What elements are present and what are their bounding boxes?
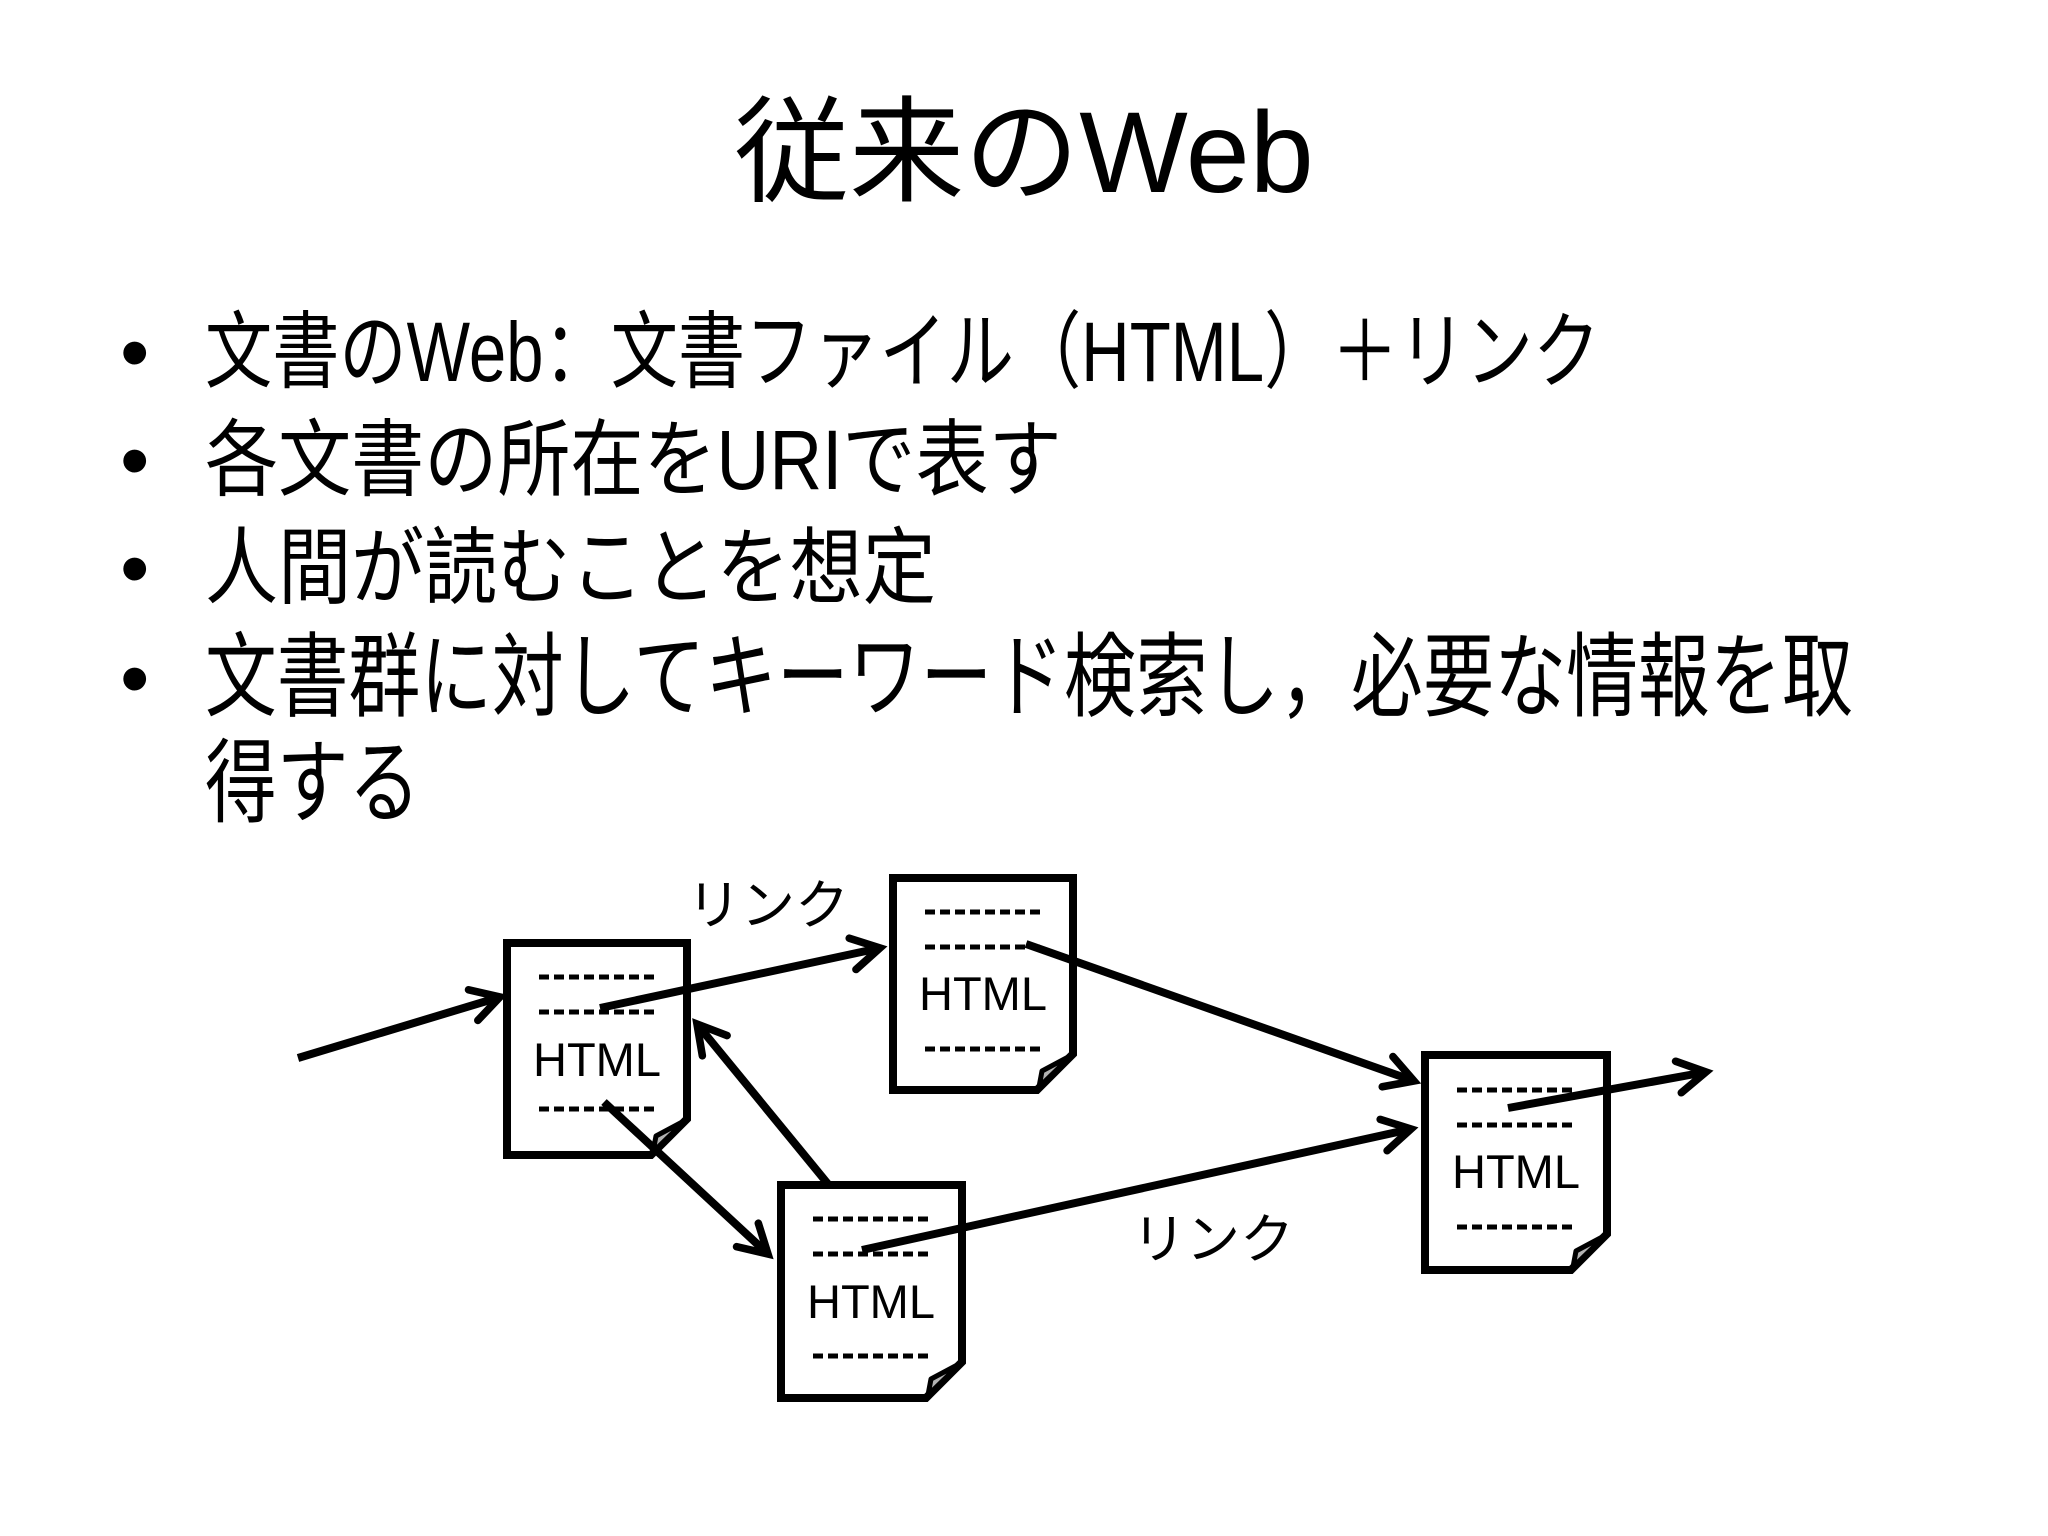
bullet-marker: • <box>120 631 150 725</box>
arrow-left-doc-to-bottom-middle-doc <box>601 1099 774 1260</box>
doc-label: HTML <box>1452 1145 1580 1198</box>
arrow-left-doc-to-top-middle-doc <box>599 934 888 1012</box>
bullet-text: 人間が読むことを想定 <box>205 521 936 615</box>
bullet-text: 各文書の所在をURIで表す <box>205 413 1062 507</box>
html-doc-right: HTML <box>1421 1051 1611 1274</box>
slide-title: 従来のWeb <box>734 89 1314 217</box>
doc-label: HTML <box>807 1275 935 1328</box>
bullet-text: 文書群に対してキーワード検索し，必要な情報を取 <box>205 627 1854 729</box>
link-label-top: リンク <box>687 876 849 936</box>
arrow-entry-to-left-doc <box>296 985 508 1062</box>
bullet-item-2: 各文書の所在をURIで表す <box>205 418 1190 502</box>
bullet-item-4-line2: 得する <box>205 738 481 830</box>
link-label-bottom: リンク <box>1132 1210 1294 1270</box>
arrow-top-middle-doc-to-right-doc <box>1024 940 1422 1091</box>
doc-label: HTML <box>919 967 1047 1020</box>
html-doc-left: HTML <box>503 939 691 1159</box>
arrow-exit-from-right-doc <box>1507 1057 1714 1112</box>
html-doc-top-middle: HTML <box>889 874 1077 1094</box>
arrow-bottom-middle-doc-to-left-doc <box>692 1018 832 1187</box>
bullet-item-1: 文書のWeb：文書ファイル（HTML）＋リンク <box>205 310 1949 394</box>
bullet-text: 文書のWeb：文書ファイル（HTML）＋リンク <box>205 305 1601 399</box>
bullet-item-4-line1: 文書群に対してキーワード検索し，必要な情報を取 <box>205 632 2048 724</box>
html-doc-bottom-middle: HTML <box>777 1181 966 1402</box>
bullet-marker: • <box>120 305 150 399</box>
doc-label: HTML <box>533 1033 661 1086</box>
arrow-bottom-middle-doc-to-right-doc <box>861 1115 1419 1254</box>
bullet-text: 得する <box>205 733 421 835</box>
bullet-marker: • <box>120 413 150 507</box>
bullet-marker: • <box>120 521 150 615</box>
bullet-item-3: 人間が読むことを想定 <box>205 526 1045 610</box>
